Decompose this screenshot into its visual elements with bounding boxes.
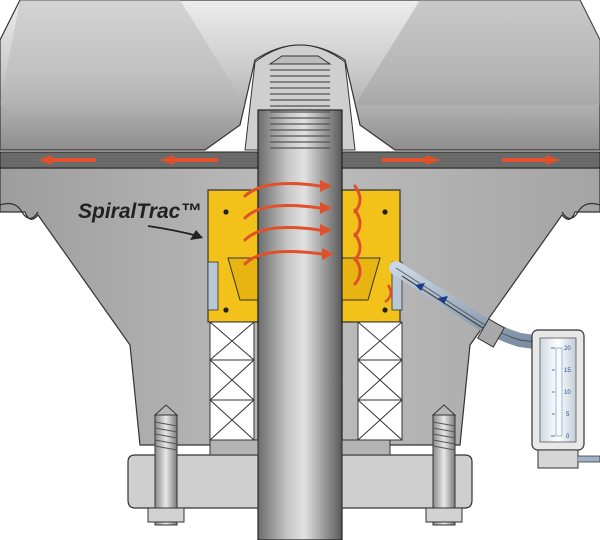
flowmeter-scale-10: 10 [564, 390, 571, 396]
flush-line [384, 261, 542, 349]
flowmeter: 20 15 10 5 0 [531, 329, 600, 469]
pump-shaft [257, 55, 343, 540]
stud-bolt-left [147, 404, 185, 526]
stud-bolt-right [425, 404, 463, 526]
spiraltrac-label: SpiralTrac™ [78, 200, 201, 223]
impeller-hub [0, 0, 600, 151]
pointer-arrow-icon [147, 225, 203, 240]
packing-rings-left [209, 321, 255, 441]
packing-rings-right [357, 321, 403, 441]
flow-arrow-icon [38, 155, 560, 165]
spiraltrac-insert [207, 189, 403, 323]
flow-arrow-icon [320, 180, 334, 260]
flowmeter-scale-0: 0 [566, 434, 570, 440]
flowmeter-scale-20: 20 [564, 346, 571, 352]
flowmeter-scale-15: 15 [564, 368, 571, 374]
flowmeter-scale-5: 5 [566, 412, 570, 418]
spiral-groove-icon [243, 182, 362, 286]
